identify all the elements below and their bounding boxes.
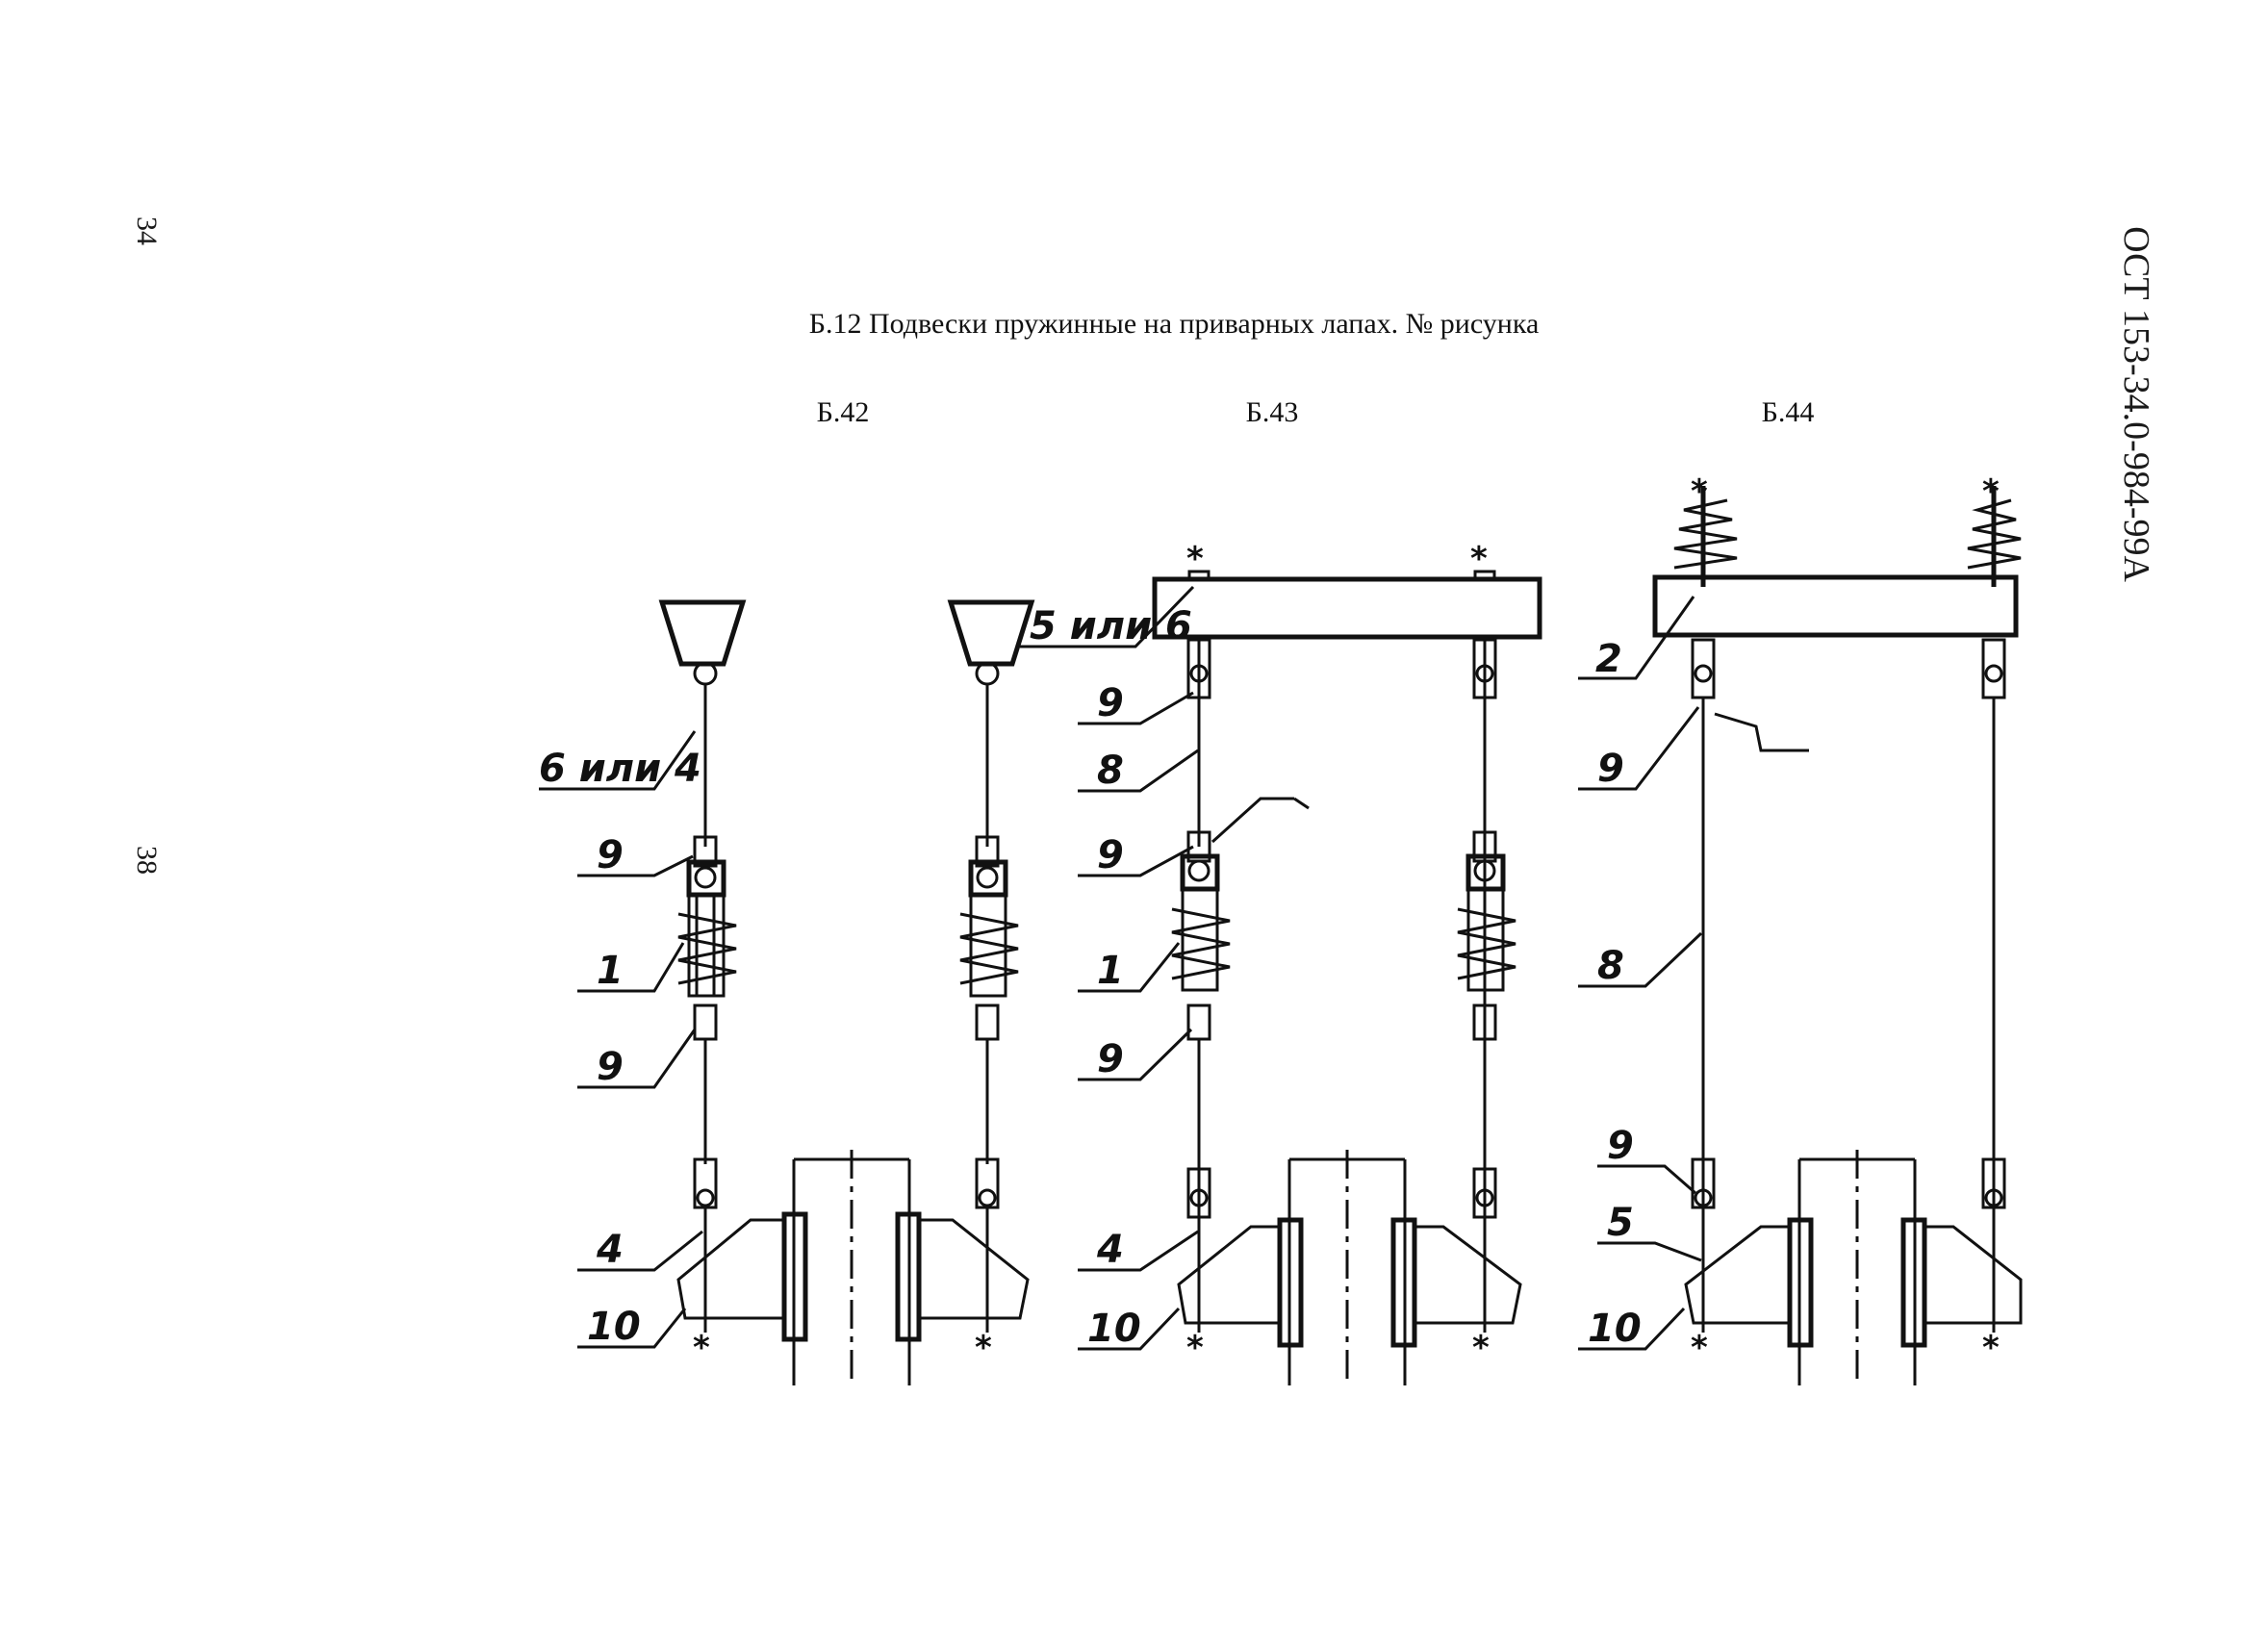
figure-b43-drawing: * * * * bbox=[1020, 540, 1542, 1385]
label-b43-5-or-6: 5 или 6 bbox=[1030, 604, 1192, 648]
section-caption: Б.12 Подвески пружинные на приварных лап… bbox=[808, 308, 1540, 340]
label-b44-8: 8 bbox=[1597, 944, 1624, 988]
label-b43-9b: 9 bbox=[1097, 833, 1124, 877]
label-b43-9c: 9 bbox=[1097, 1037, 1124, 1081]
svg-text:*: * bbox=[1982, 1329, 2000, 1367]
label-b43-4: 4 bbox=[1096, 1228, 1124, 1272]
svg-text:*: * bbox=[1186, 1329, 1204, 1367]
label-b42-4: 4 bbox=[596, 1228, 624, 1272]
svg-text:*: * bbox=[1470, 540, 1488, 578]
label-b42-1: 1 bbox=[597, 949, 624, 993]
label-b44-9b: 9 bbox=[1607, 1124, 1634, 1168]
label-b44-10: 10 bbox=[1588, 1307, 1642, 1351]
svg-text:*: * bbox=[1186, 540, 1204, 578]
figure-number-b43: Б.43 bbox=[1245, 396, 1299, 428]
beam-b44 bbox=[1652, 574, 2019, 638]
figure-b42-drawing: * * 6 или 4 9 1 9 4 10 bbox=[539, 599, 1035, 1385]
label-b43-8: 8 bbox=[1097, 749, 1124, 793]
figure-b44-drawing: * * * * 2 9 8 9 bbox=[1578, 472, 2023, 1385]
label-b42-9b: 9 bbox=[597, 1045, 624, 1089]
label-b44-2: 2 bbox=[1595, 637, 1622, 681]
top-bracket-right bbox=[947, 599, 1035, 667]
svg-text:*: * bbox=[693, 1329, 710, 1367]
svg-text:*: * bbox=[1472, 1329, 1490, 1367]
svg-text:*: * bbox=[975, 1329, 992, 1367]
label-b43-10: 10 bbox=[1087, 1307, 1141, 1351]
label-b43-1: 1 bbox=[1097, 949, 1124, 993]
figure-number-b42: Б.42 bbox=[816, 396, 870, 428]
beam-b43 bbox=[1152, 576, 1542, 640]
svg-text:*: * bbox=[1691, 472, 1708, 511]
label-b43-9a: 9 bbox=[1097, 681, 1124, 725]
label-b44-9a: 9 bbox=[1597, 747, 1624, 791]
svg-text:*: * bbox=[1982, 472, 2000, 511]
label-b42-9a: 9 bbox=[597, 833, 624, 877]
label-b42-10: 10 bbox=[587, 1305, 641, 1349]
top-bracket-left bbox=[658, 599, 747, 667]
label-b42-6-or-4: 6 или 4 bbox=[539, 747, 701, 791]
label-b44-5: 5 bbox=[1607, 1201, 1634, 1245]
svg-text:*: * bbox=[1691, 1329, 1708, 1367]
figure-number-b44: Б.44 bbox=[1761, 396, 1815, 428]
